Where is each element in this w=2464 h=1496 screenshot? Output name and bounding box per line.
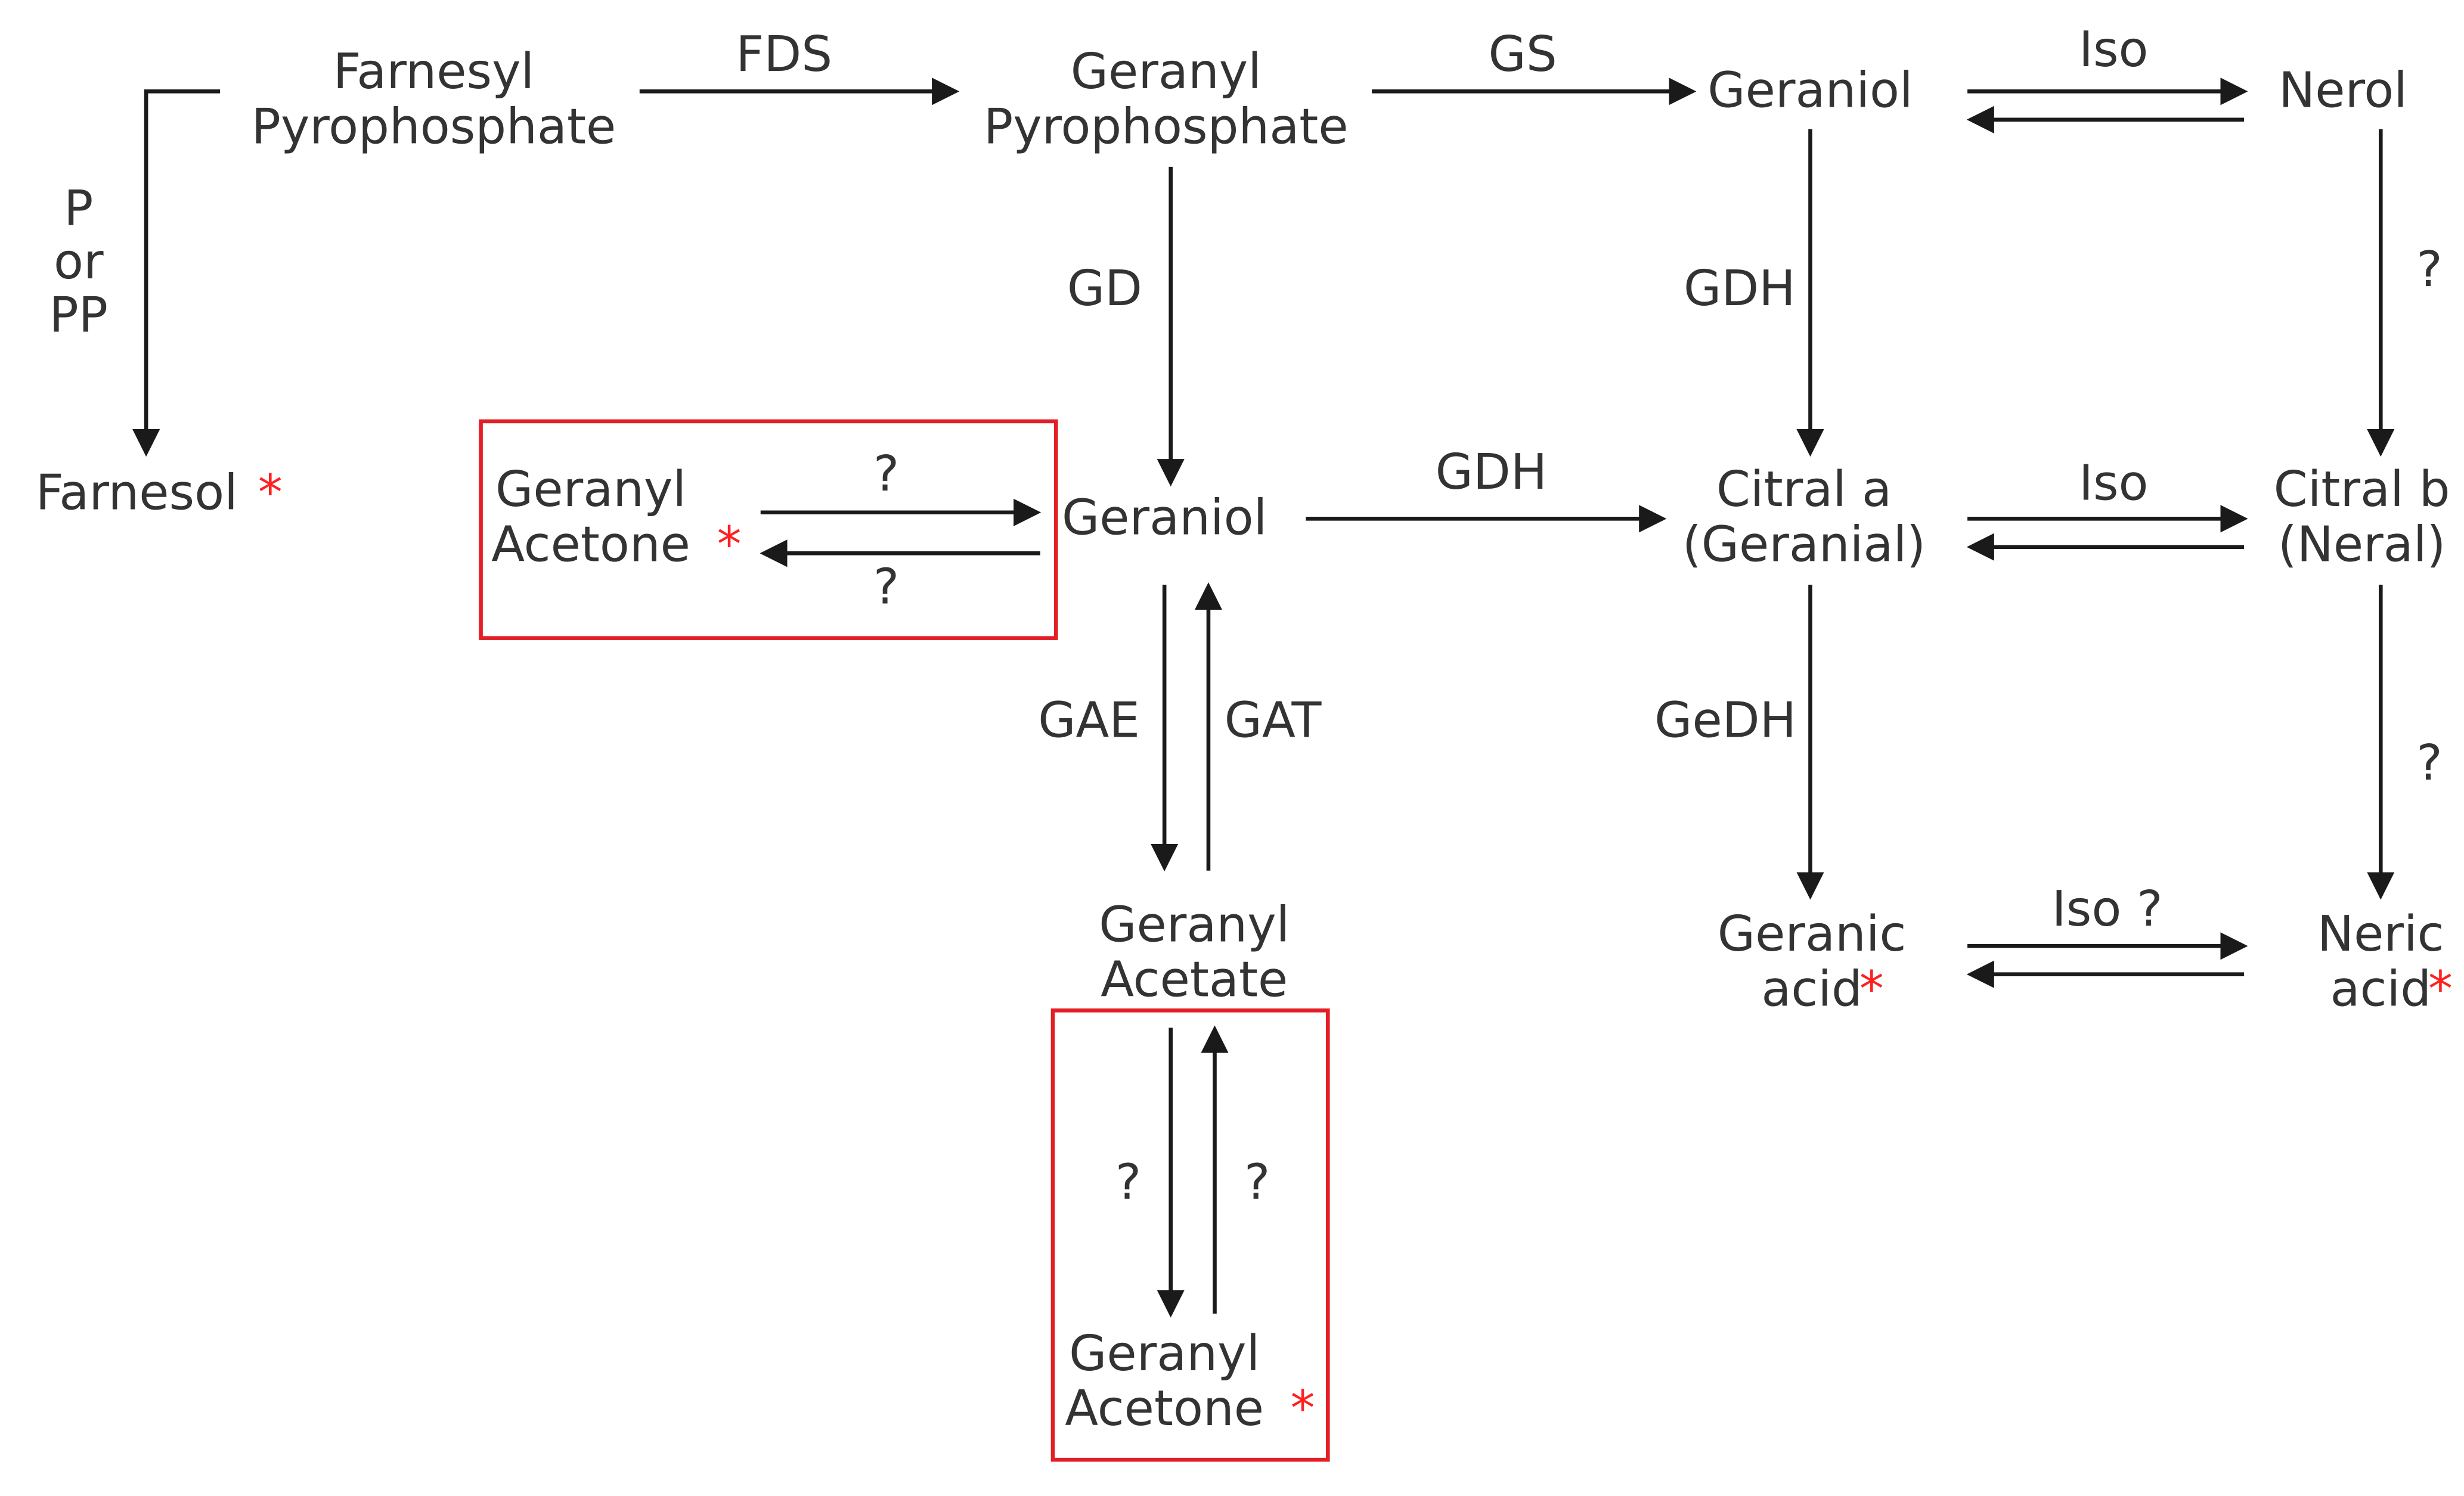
geranic-acid-line-1: Geranic [1718, 906, 1907, 963]
p-or-pp-line-1: P [64, 180, 93, 237]
label-gd: GD [1067, 260, 1142, 317]
farnesol-line-1: Farnesol [36, 464, 238, 521]
label-fds: FDS [736, 26, 832, 83]
geranyl-acetone-left-line-1: Geranyl [495, 461, 686, 518]
citral-b-line-1: Citral b [2274, 461, 2450, 518]
label-gat: GAT [1225, 693, 1322, 749]
label-geraniol-to-geranyl-acetone: ? [873, 559, 899, 616]
arrow-fpp-to-farnesol [132, 89, 221, 457]
label-gedh: GeDH [1654, 693, 1796, 749]
node-nerol: Nerol [2279, 63, 2407, 119]
geranyl-acetone-left-line-2: Acetone [491, 516, 690, 573]
neric-acid-asterisk: * [2428, 961, 2453, 1017]
geranyl-pp-line-1: Geranyl [1071, 44, 1262, 100]
farnesyl-pp-line-1: Farnesyl [333, 44, 534, 100]
label-acetone-to-acetate: ? [1244, 1154, 1270, 1211]
neric-acid-line-1: Neric [2317, 906, 2444, 963]
node-farnesol: Farnesol * [36, 464, 283, 521]
label-geranyl-acetone-to-geraniol: ? [873, 446, 899, 502]
highlight-box-geranyl-acetone-left [479, 419, 1058, 640]
farnesol-asterisk: * [258, 464, 283, 521]
reaction-arrows [132, 77, 2395, 1318]
label-gdh-horizontal: GDH [1436, 444, 1548, 501]
geranyl-pp-line-2: Pyrophosphate [984, 98, 1349, 155]
node-citral-b: Citral b(Neral) [2274, 461, 2450, 573]
label-iso-mid: Iso [2079, 455, 2149, 512]
geranyl-acetone-bottom-line-2: Acetone [1065, 1380, 1264, 1437]
geraniol-mid-line-1: Geraniol [1062, 490, 1267, 547]
nerol-line-1: Nerol [2279, 63, 2407, 119]
label-gae: GAE [1038, 693, 1140, 749]
node-geraniol-mid: Geraniol [1062, 490, 1267, 547]
farnesyl-pp-line-2: Pyrophosphate [252, 98, 616, 155]
label-citral-b-to-neric-acid: ? [2416, 735, 2442, 792]
geranyl-acetate-line-2: Acetate [1101, 952, 1288, 1008]
neric-acid-line-2: acid [2330, 961, 2432, 1017]
label-iso-top: Iso [2079, 21, 2149, 78]
label-gs: GS [1489, 26, 1557, 83]
label-gdh-vertical: GDH [1684, 260, 1796, 317]
geranyl-acetone-bottom-line-1: Geranyl [1069, 1326, 1260, 1382]
label-nerol-to-citral-b: ? [2416, 241, 2442, 298]
geranic-acid-asterisk: * [1859, 961, 1884, 1017]
citral-a-line-2: (Geranial) [1682, 516, 1926, 573]
label-acetate-to-acetone: ? [1115, 1154, 1141, 1211]
p-or-pp-line-2: or [54, 234, 104, 290]
geranyl-acetone-left-asterisk: * [717, 516, 742, 573]
geraniol-top-line-1: Geraniol [1707, 63, 1913, 119]
citral-a-line-1: Citral a [1716, 461, 1892, 518]
p-or-pp-line-3: PP [49, 287, 109, 344]
geranyl-acetate-line-1: Geranyl [1099, 896, 1290, 953]
label-iso-bottom: Iso ? [2052, 881, 2163, 938]
citral-b-line-2: (Neral) [2278, 516, 2446, 573]
geranyl-acetone-bottom-asterisk: * [1291, 1380, 1315, 1437]
node-citral-a: Citral a(Geranial) [1682, 461, 1926, 573]
node-geraniol-top: Geraniol [1707, 63, 1913, 119]
geranic-acid-line-2: acid [1761, 961, 1862, 1017]
highlight-box-geranyl-acetone-bottom [1050, 1008, 1330, 1462]
